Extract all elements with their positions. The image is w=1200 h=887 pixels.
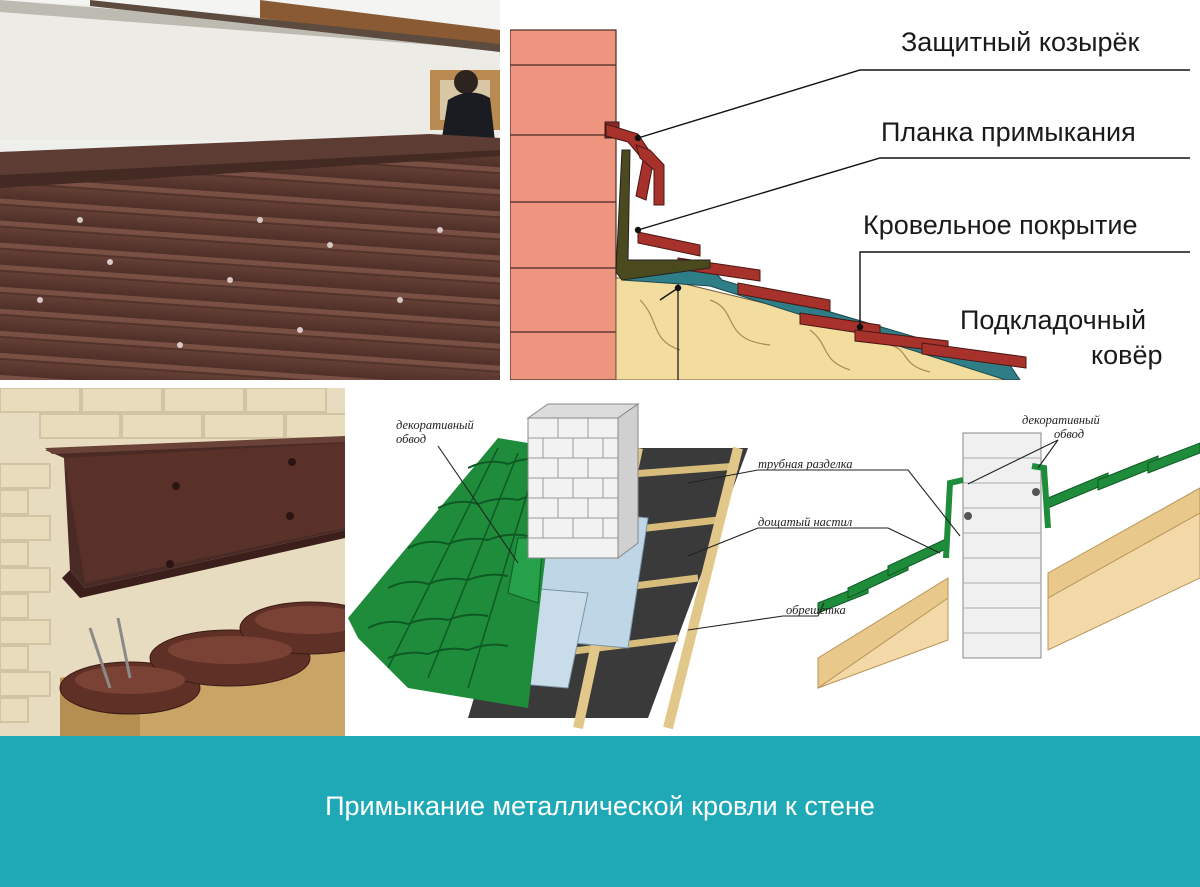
chimney-drawing bbox=[348, 403, 1200, 730]
label-battens: обрешетка bbox=[786, 603, 846, 617]
caption-band: Примыкание металлической кровли к стене bbox=[0, 736, 1200, 887]
label-decorative-trim-right-1: декоративный bbox=[1022, 413, 1100, 427]
label-underlay-line2: ковёр bbox=[1091, 340, 1163, 370]
label-decorative-trim-right-2: обвод bbox=[1054, 427, 1085, 441]
label-decorative-trim-left-1: декоративный bbox=[396, 418, 474, 432]
roof-photo-illustration bbox=[0, 0, 500, 380]
cross-section-drawing bbox=[510, 29, 1190, 380]
label-adjoining-strip: Планка примыкания bbox=[881, 117, 1136, 147]
label-underlay-line1: Подкладочный bbox=[960, 305, 1147, 335]
label-roof-covering: Кровельное покрытие bbox=[863, 210, 1138, 240]
wall-photo-illustration bbox=[0, 388, 345, 736]
chimney-adjoining-diagram: декоративный обвод трубная разделка доща… bbox=[348, 388, 1200, 736]
photo-wall-adjoining-closeup bbox=[0, 388, 345, 736]
adjoining-cross-section-diagram: Защитный козырёк Планка примыкания Крове… bbox=[510, 0, 1200, 380]
label-plank-deck: дощатый настил bbox=[758, 515, 853, 529]
label-decorative-trim-left-2: обвод bbox=[396, 432, 427, 446]
caption-text: Примыкание металлической кровли к стене bbox=[325, 791, 875, 821]
label-pipe-cut: трубная разделка bbox=[758, 457, 853, 471]
label-protective-visor: Защитный козырёк bbox=[901, 27, 1140, 57]
photo-roof-adjoining-strip bbox=[0, 0, 500, 380]
